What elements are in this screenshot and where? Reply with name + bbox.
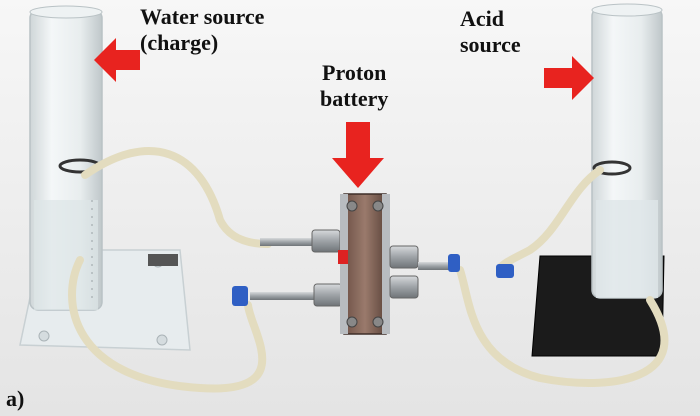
blue-clip-far-right [496,264,514,278]
proton-battery-label: Proton battery [320,60,388,112]
fitting-lower-left [313,283,343,307]
lower-steel-rod [250,292,322,300]
acid-source-line1: Acid [460,6,504,31]
proton-battery-line1: Proton [322,60,387,85]
blue-clip-left [232,286,248,306]
proton-battery-line2: battery [320,86,389,111]
right-ring [592,160,632,176]
upper-steel-rod [260,238,320,246]
fitting-upper-left [311,229,341,253]
acid-source-label: Acid source [460,6,521,58]
panel-label: a) [6,386,25,411]
water-source-line2: (charge) [140,30,219,55]
red-connector [338,250,348,264]
proton-battery-cell [343,193,387,335]
fitting-lower-right [389,275,419,299]
blue-clip-right [448,254,460,272]
water-source-line1: Water source [140,4,265,29]
arrow-left-icon [94,38,140,82]
arrow-right-icon [544,56,594,100]
fitting-upper-right [389,245,419,269]
left-stand-clamp [148,254,178,266]
arrow-down-icon [332,122,384,188]
water-source-label: Water source (charge) [140,4,264,56]
acid-source-line2: source [460,32,521,57]
right-steel-rod [418,262,458,270]
tubing [68,147,669,393]
